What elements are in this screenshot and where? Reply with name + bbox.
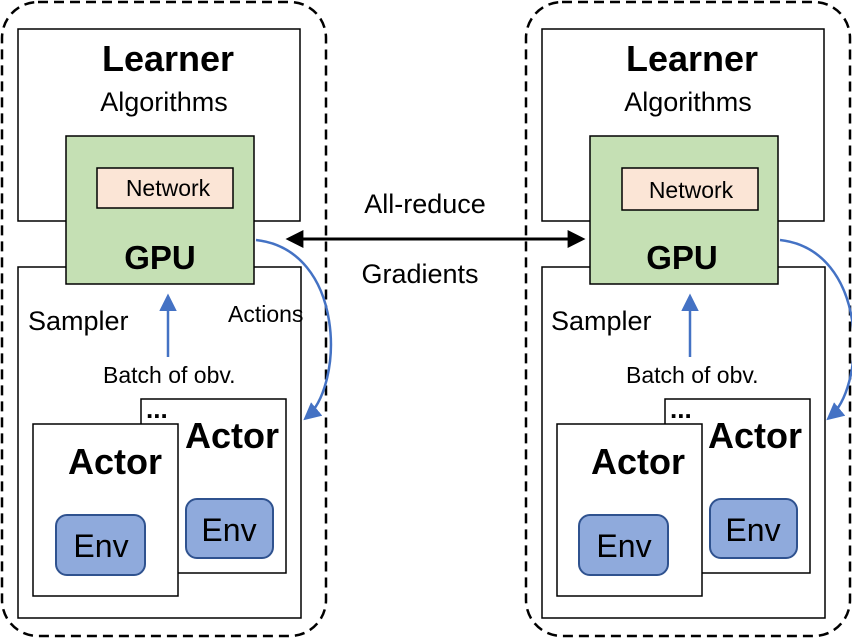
env-front-label: Env	[73, 528, 128, 564]
batch-label: Batch of obv.	[626, 362, 759, 388]
learner-subtitle: Algorithms	[100, 87, 228, 117]
learner-subtitle: Algorithms	[624, 87, 752, 117]
env-back-box	[185, 498, 274, 559]
env-back-label: Env	[201, 512, 256, 548]
env-back-box	[709, 498, 798, 559]
actor-back-label: Actor	[185, 415, 279, 456]
actions-arrow	[255, 238, 333, 421]
learner-title: Learner	[102, 38, 234, 79]
sampler-label: Sampler	[28, 306, 129, 336]
actor-front-label: Actor	[68, 441, 162, 482]
actions-label: Actions	[228, 301, 303, 327]
ellipsis-label: ...	[670, 394, 692, 424]
allreduce-link: All-reduce Gradients	[285, 189, 586, 289]
network-label: Network	[126, 175, 211, 201]
gradients-label: Gradients	[361, 259, 478, 289]
network-label: Network	[649, 177, 734, 203]
env-front-box	[578, 514, 669, 576]
env-front-label: Env	[596, 528, 651, 564]
batch-label: Batch of obv.	[103, 362, 236, 388]
gpu-label: GPU	[646, 239, 718, 276]
env-front-box	[55, 514, 146, 576]
actor-front-label: Actor	[591, 441, 685, 482]
actor-back-label: Actor	[708, 415, 802, 456]
gpu-box	[65, 135, 255, 285]
network-box	[621, 167, 759, 211]
node-right: Learner Algorithms Sampler Network GPU B…	[524, 0, 852, 638]
network-box	[96, 167, 234, 209]
env-back-label: Env	[725, 512, 780, 548]
node-left: Learner Algorithms Sampler Network GPU B…	[0, 0, 333, 638]
sampler-label: Sampler	[551, 306, 652, 336]
learner-title: Learner	[626, 38, 758, 79]
allreduce-label: All-reduce	[364, 189, 486, 219]
ellipsis-label: ...	[146, 394, 168, 424]
gpu-label: GPU	[124, 239, 196, 276]
